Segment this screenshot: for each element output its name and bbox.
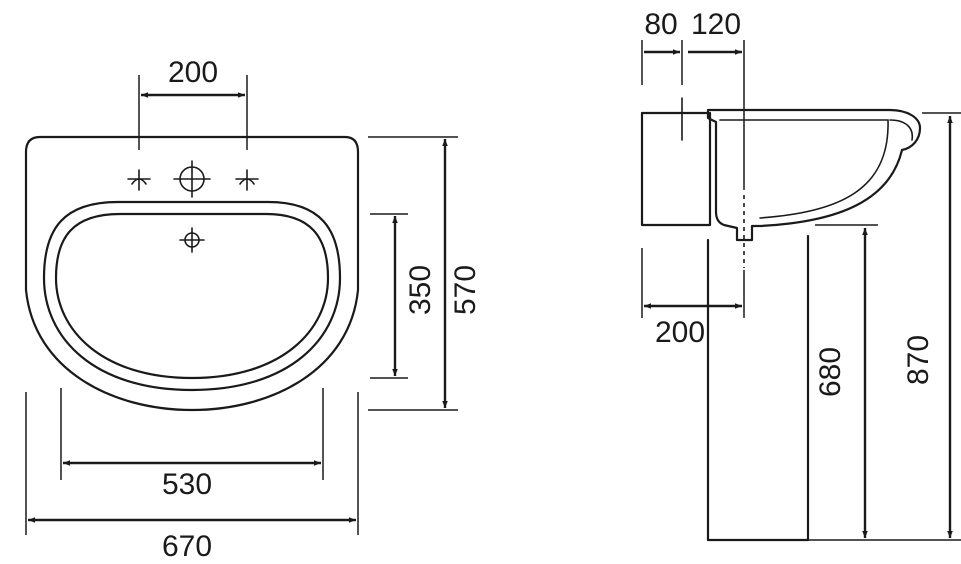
basin-outline [24,135,360,412]
wall-offset-label: 80 [644,8,677,41]
side-view: 80 120 200 680 870 [640,8,961,542]
wall-block [640,111,712,227]
tap-hole-right-marker [235,169,259,191]
pedestal [706,234,810,542]
tap-spacing-label: 200 [168,56,218,89]
pedestal-setback-label: 200 [655,316,705,349]
bowl-depth-label: 350 [404,265,437,315]
tap-hole-left-marker [127,169,151,191]
bowl-rim [42,200,342,392]
bowl-inner [54,212,330,380]
floor-to-rim-label: 870 [902,335,935,385]
floor-to-bowl-label: 680 [814,347,847,397]
basin-side-profile [706,108,922,242]
front-view: 200 530 670 350 570 [24,56,482,563]
total-depth-label: 570 [449,265,482,315]
outer-width-label: 670 [162,530,212,563]
back-to-waste-label: 120 [691,8,741,41]
tap-hole-center-marker [173,160,211,198]
overflow-hole-marker [179,227,205,253]
inner-width-label: 530 [162,468,212,501]
